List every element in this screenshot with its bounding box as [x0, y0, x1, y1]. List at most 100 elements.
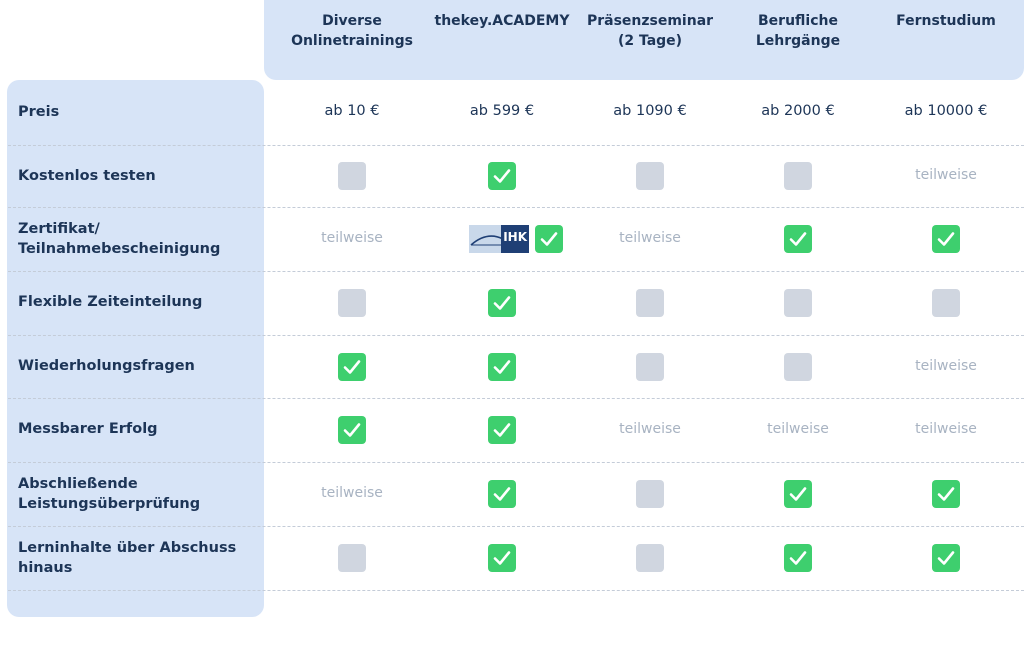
empty-checkbox-icon	[636, 480, 664, 508]
row-divider	[8, 271, 1024, 272]
row-label: Messbarer Erfolg	[18, 421, 158, 437]
table-cell	[278, 416, 426, 444]
partial-label: teilweise	[915, 421, 977, 437]
table-cell	[278, 162, 426, 190]
checkmark-icon	[784, 480, 812, 508]
table-cell: teilweise	[576, 421, 724, 437]
empty-checkbox-icon	[636, 289, 664, 317]
table-cell	[278, 289, 426, 317]
table-cell: teilweise	[278, 485, 426, 501]
table-cell	[724, 480, 872, 508]
table-cell: teilweise	[278, 230, 426, 246]
checkmark-icon	[932, 225, 960, 253]
column-header: Fernstudium	[896, 13, 996, 29]
price-value: ab 2000 €	[761, 103, 835, 119]
table-cell	[278, 352, 426, 381]
table-cell	[872, 289, 1020, 317]
partial-label: teilweise	[321, 485, 383, 501]
row-divider	[8, 398, 1024, 399]
row-divider	[8, 590, 1024, 591]
row-label: Zertifikat/Teilnahmebescheinigung	[18, 221, 221, 257]
table-cell	[428, 162, 576, 190]
checkmark-icon	[932, 544, 960, 572]
table-cell	[872, 480, 1020, 508]
partial-label: teilweise	[767, 421, 829, 437]
empty-checkbox-icon	[636, 162, 664, 190]
checkmark-icon	[488, 416, 516, 444]
table-cell: IHK	[442, 225, 590, 253]
table-cell	[278, 544, 426, 572]
row-label: Flexible Zeiteinteilung	[18, 294, 203, 310]
table-cell: teilweise	[872, 421, 1020, 437]
row-divider	[8, 207, 1024, 208]
table-cell	[428, 416, 576, 444]
table-cell	[724, 289, 872, 317]
table-cell	[428, 544, 576, 572]
table-cell	[872, 544, 1020, 572]
table-cell	[724, 162, 872, 190]
empty-checkbox-icon	[636, 352, 664, 381]
table-cell: ab 599 €	[428, 103, 576, 119]
partial-label: teilweise	[619, 421, 681, 437]
row-label: Kostenlos testen	[18, 168, 156, 184]
ihk-logo-icon: IHK	[469, 225, 529, 253]
checkmark-icon	[932, 480, 960, 508]
table-cell	[576, 352, 724, 381]
column-header: Präsenzseminar(2 Tage)	[586, 13, 714, 49]
partial-label: teilweise	[915, 167, 977, 183]
table-cell	[428, 352, 576, 381]
table-cell: ab 2000 €	[724, 103, 872, 119]
table-cell	[576, 162, 724, 190]
checkmark-icon	[338, 352, 366, 381]
table-cell	[724, 352, 872, 381]
empty-checkbox-icon	[636, 544, 664, 572]
partial-label: teilweise	[619, 230, 681, 246]
empty-checkbox-icon	[784, 162, 812, 190]
checkmark-icon	[784, 544, 812, 572]
empty-checkbox-icon	[784, 289, 812, 317]
price-value: ab 599 €	[469, 103, 535, 119]
empty-checkbox-icon	[338, 544, 366, 572]
checkmark-icon	[535, 225, 563, 253]
ihk-logo-text: IHK	[503, 230, 527, 244]
empty-checkbox-icon	[338, 289, 366, 317]
column-header-band	[264, 0, 1024, 80]
row-label: Wiederholungsfragen	[18, 358, 195, 374]
empty-checkbox-icon	[932, 289, 960, 317]
table-cell: teilweise	[872, 167, 1020, 183]
empty-checkbox-icon	[338, 162, 366, 190]
checkmark-icon	[488, 480, 516, 508]
table-cell	[428, 289, 576, 317]
checkmark-icon	[488, 352, 516, 381]
table-cell	[724, 225, 872, 253]
row-divider	[8, 145, 1024, 146]
price-value: ab 10000 €	[904, 103, 988, 119]
checkmark-icon	[338, 416, 366, 444]
partial-label: teilweise	[321, 230, 383, 246]
table-cell	[576, 289, 724, 317]
column-header: thekey.ACADEMY	[434, 13, 570, 29]
checkmark-icon	[784, 225, 812, 253]
table-cell: ab 10000 €	[872, 103, 1020, 119]
row-label-band	[7, 80, 264, 617]
row-divider	[8, 335, 1024, 336]
checkmark-icon	[488, 162, 516, 190]
row-divider	[8, 462, 1024, 463]
partial-label: teilweise	[915, 357, 977, 374]
empty-checkbox-icon	[784, 352, 812, 381]
table-cell: teilweise	[724, 421, 872, 437]
price-value: ab 10 €	[324, 103, 380, 119]
table-cell	[576, 544, 724, 572]
row-label: Preis	[18, 104, 60, 120]
table-cell	[872, 225, 1020, 253]
table-cell: ab 1090 €	[576, 103, 724, 119]
checkmark-icon	[488, 289, 516, 317]
table-cell	[428, 480, 576, 508]
row-divider	[8, 526, 1024, 527]
table-cell: teilweise	[872, 358, 1020, 374]
table-cell	[724, 544, 872, 572]
